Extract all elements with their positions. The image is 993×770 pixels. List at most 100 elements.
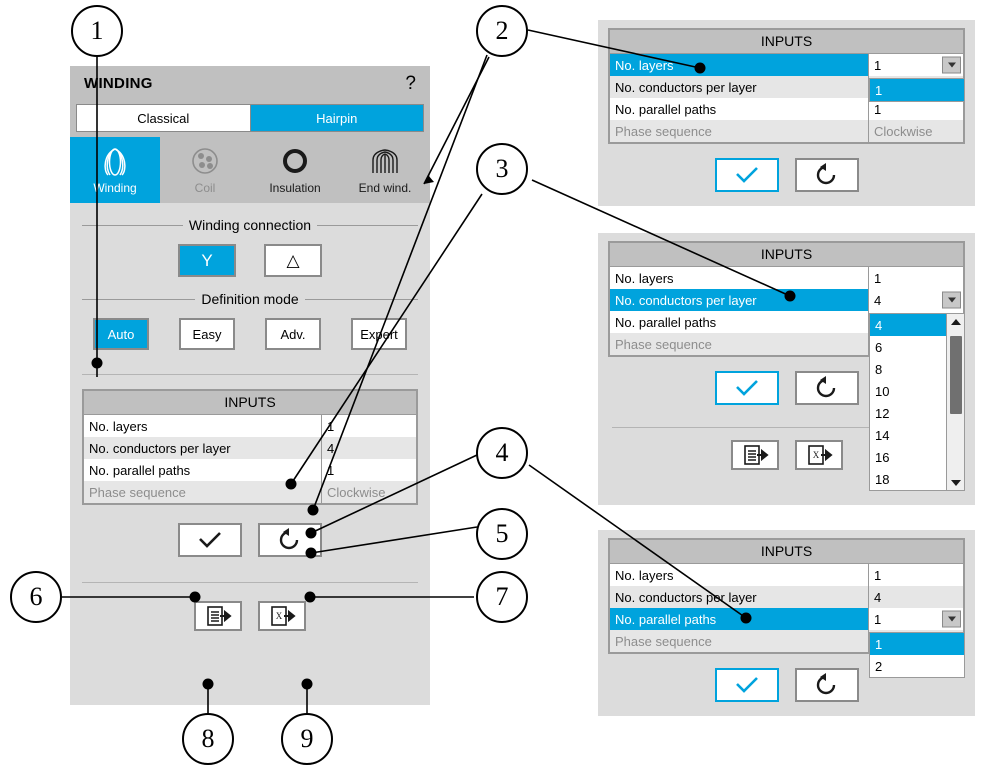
mode-expert-button[interactable]: Expert (351, 318, 407, 350)
help-icon[interactable]: ? (405, 72, 416, 94)
check-icon (735, 677, 758, 693)
winding-connection-options: Y △ (70, 244, 430, 277)
export-report-button[interactable] (194, 601, 242, 631)
reset-button[interactable] (794, 158, 859, 192)
combobox-value: 1 (874, 611, 882, 627)
row-value[interactable] (868, 311, 963, 333)
dropdown-option[interactable]: 14 (875, 427, 890, 443)
row-label: No. parallel paths (615, 611, 717, 627)
table-row-selected[interactable]: No. parallel paths 1 (610, 608, 963, 630)
mode-adv-button[interactable]: Adv. (265, 318, 321, 350)
divider (82, 374, 418, 375)
dropdown-option[interactable]: 6 (875, 339, 883, 355)
table-row[interactable]: No. parallel paths 1 (84, 459, 416, 481)
scroll-up-icon[interactable] (947, 314, 964, 329)
callout-3: 3 (476, 143, 528, 195)
section-tabs: Winding Coil Insulation (70, 137, 430, 203)
row-value[interactable] (868, 76, 963, 98)
tab-insulation[interactable]: Insulation (250, 137, 340, 203)
definition-mode-options: Auto Easy Adv. Expert (70, 318, 430, 350)
chevron-down-icon[interactable] (942, 610, 961, 628)
dropdown-list[interactable]: 1 (869, 78, 965, 102)
dropdown-option[interactable]: 18 (875, 471, 890, 487)
tab-coil[interactable]: Coil (160, 137, 250, 203)
row-value[interactable]: 1 (868, 267, 963, 289)
mode-easy-button[interactable]: Easy (179, 318, 235, 350)
dropdown-option[interactable]: 1 (870, 79, 964, 101)
row-value-combobox[interactable]: 1 (868, 608, 963, 630)
group-rule-right (317, 224, 418, 226)
delta-connection-button[interactable]: △ (264, 244, 322, 277)
dropdown-option[interactable]: 10 (875, 383, 890, 399)
dropdown-option[interactable]: 1 (870, 633, 964, 655)
chevron-down-icon[interactable] (942, 56, 961, 74)
panel-layers: INPUTS No. layers 1 No. conductors per l… (598, 20, 975, 206)
dropdown-scrollbar[interactable] (946, 314, 964, 490)
dropdown-option[interactable]: 4 (870, 314, 964, 336)
check-icon (735, 380, 758, 396)
export-excel-icon: X (271, 606, 296, 626)
mode-auto-button[interactable]: Auto (93, 318, 149, 350)
dropdown-list[interactable]: 4 6 8 10 12 14 16 18 (869, 313, 965, 491)
row-value[interactable]: 1 (868, 564, 963, 586)
scroll-down-icon[interactable] (947, 475, 964, 490)
table-row[interactable]: No. parallel paths 1 (610, 98, 963, 120)
table-row[interactable]: No. conductors per layer 4 (84, 437, 416, 459)
table-row-selected[interactable]: No. conductors per layer 4 (610, 289, 963, 311)
confirm-button[interactable] (178, 523, 242, 557)
reset-button[interactable] (794, 668, 859, 702)
row-value-combobox[interactable]: 4 (868, 289, 963, 311)
row-label: No. layers (615, 270, 674, 286)
scrollbar-thumb[interactable] (950, 336, 962, 414)
row-value[interactable]: 4 (868, 586, 963, 608)
coil-icon (190, 145, 220, 179)
row-label: No. conductors per layer (89, 440, 231, 456)
combobox-value: 1 (874, 57, 882, 73)
table-row[interactable]: No. layers 1 (84, 415, 416, 437)
tab-winding[interactable]: Winding (70, 137, 160, 203)
check-icon (199, 532, 221, 548)
winding-type-toggle: Classical Hairpin (70, 100, 430, 137)
reset-button[interactable] (794, 371, 859, 405)
export-excel-button[interactable]: X (794, 440, 843, 470)
divider (612, 427, 961, 428)
panel-paths: INPUTS No. layers 1 No. conductors per l… (598, 530, 975, 716)
inputs-actions (70, 523, 430, 557)
confirm-button[interactable] (714, 668, 779, 702)
row-value[interactable]: 1 (868, 98, 963, 120)
confirm-button[interactable] (714, 158, 779, 192)
reset-icon (816, 376, 835, 398)
inputs-actions (598, 158, 975, 192)
row-value[interactable]: 1 (321, 459, 416, 481)
dropdown-option[interactable]: 12 (875, 405, 890, 421)
chevron-down-icon[interactable] (942, 291, 961, 309)
reset-button[interactable] (258, 523, 322, 557)
table-row[interactable]: No. parallel paths (610, 311, 963, 333)
table-row[interactable]: No. conductors per layer 4 (610, 586, 963, 608)
inputs-table: INPUTS No. layers 1 No. conductors per l… (608, 28, 965, 144)
row-value[interactable]: 1 (321, 415, 416, 437)
row-value-combobox[interactable]: 1 (868, 54, 963, 76)
table-row-selected[interactable]: No. layers 1 (610, 54, 963, 76)
callout-4: 4 (476, 427, 528, 479)
export-excel-icon: X (807, 445, 833, 465)
export-report-button[interactable] (730, 440, 779, 470)
star-connection-button[interactable]: Y (178, 244, 236, 277)
export-excel-button[interactable]: X (258, 601, 306, 631)
table-row[interactable]: No. layers 1 (610, 564, 963, 586)
dropdown-option[interactable]: 16 (875, 449, 890, 465)
tab-end-winding[interactable]: End wind. (340, 137, 430, 203)
inputs-table: INPUTS No. layers 1 No. conductors per l… (608, 241, 965, 491)
winding-type-classical[interactable]: Classical (76, 104, 251, 132)
row-label: No. parallel paths (615, 101, 717, 117)
row-label: No. layers (615, 567, 674, 583)
row-value[interactable]: 4 (321, 437, 416, 459)
table-row: Phase sequence Clockwise (84, 481, 416, 503)
winding-type-hairpin[interactable]: Hairpin (250, 104, 424, 132)
dropdown-option[interactable]: 8 (875, 361, 883, 377)
inputs-table: INPUTS No. layers 1 No. conductors per l… (82, 389, 418, 505)
dropdown-option[interactable]: 2 (875, 658, 883, 674)
confirm-button[interactable] (714, 371, 779, 405)
dropdown-list[interactable]: 1 2 (869, 632, 965, 678)
table-row[interactable]: No. layers 1 (610, 267, 963, 289)
